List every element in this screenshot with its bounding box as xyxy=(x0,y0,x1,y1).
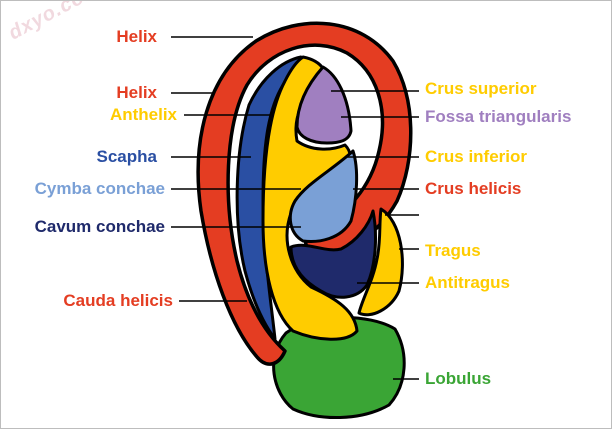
label-scapha: Scapha xyxy=(96,147,157,166)
label-cauda-helicis: Cauda helicis xyxy=(63,291,173,310)
cavum-region xyxy=(289,209,377,299)
label-cymba-conchae: Cymba conchae xyxy=(34,179,165,198)
label-helix-mid: Helix xyxy=(116,83,157,102)
tragus-region xyxy=(357,207,404,317)
cymba-region xyxy=(288,149,359,243)
fossa-region xyxy=(295,65,353,145)
leader-lines-right xyxy=(331,90,419,380)
label-tragus: Tragus xyxy=(425,241,481,260)
lobulus-region xyxy=(272,315,406,420)
label-crus-inferior: Crus inferior xyxy=(425,147,528,166)
label-helix-top: Helix xyxy=(116,27,157,46)
label-crus-helicis: Crus helicis xyxy=(425,179,522,198)
anthelix-region xyxy=(261,55,359,341)
label-fossa-triangularis: Fossa triangularis xyxy=(425,107,572,126)
leader-lines-left xyxy=(171,36,301,302)
label-cavum-conchae: Cavum conchae xyxy=(34,217,165,236)
label-lobulus: Lobulus xyxy=(425,369,492,388)
helix-region xyxy=(196,21,413,366)
label-anthelix: Anthelix xyxy=(109,105,177,124)
label-antitragus: Antitragus xyxy=(425,273,510,292)
label-crus-superior: Crus superior xyxy=(425,79,537,98)
